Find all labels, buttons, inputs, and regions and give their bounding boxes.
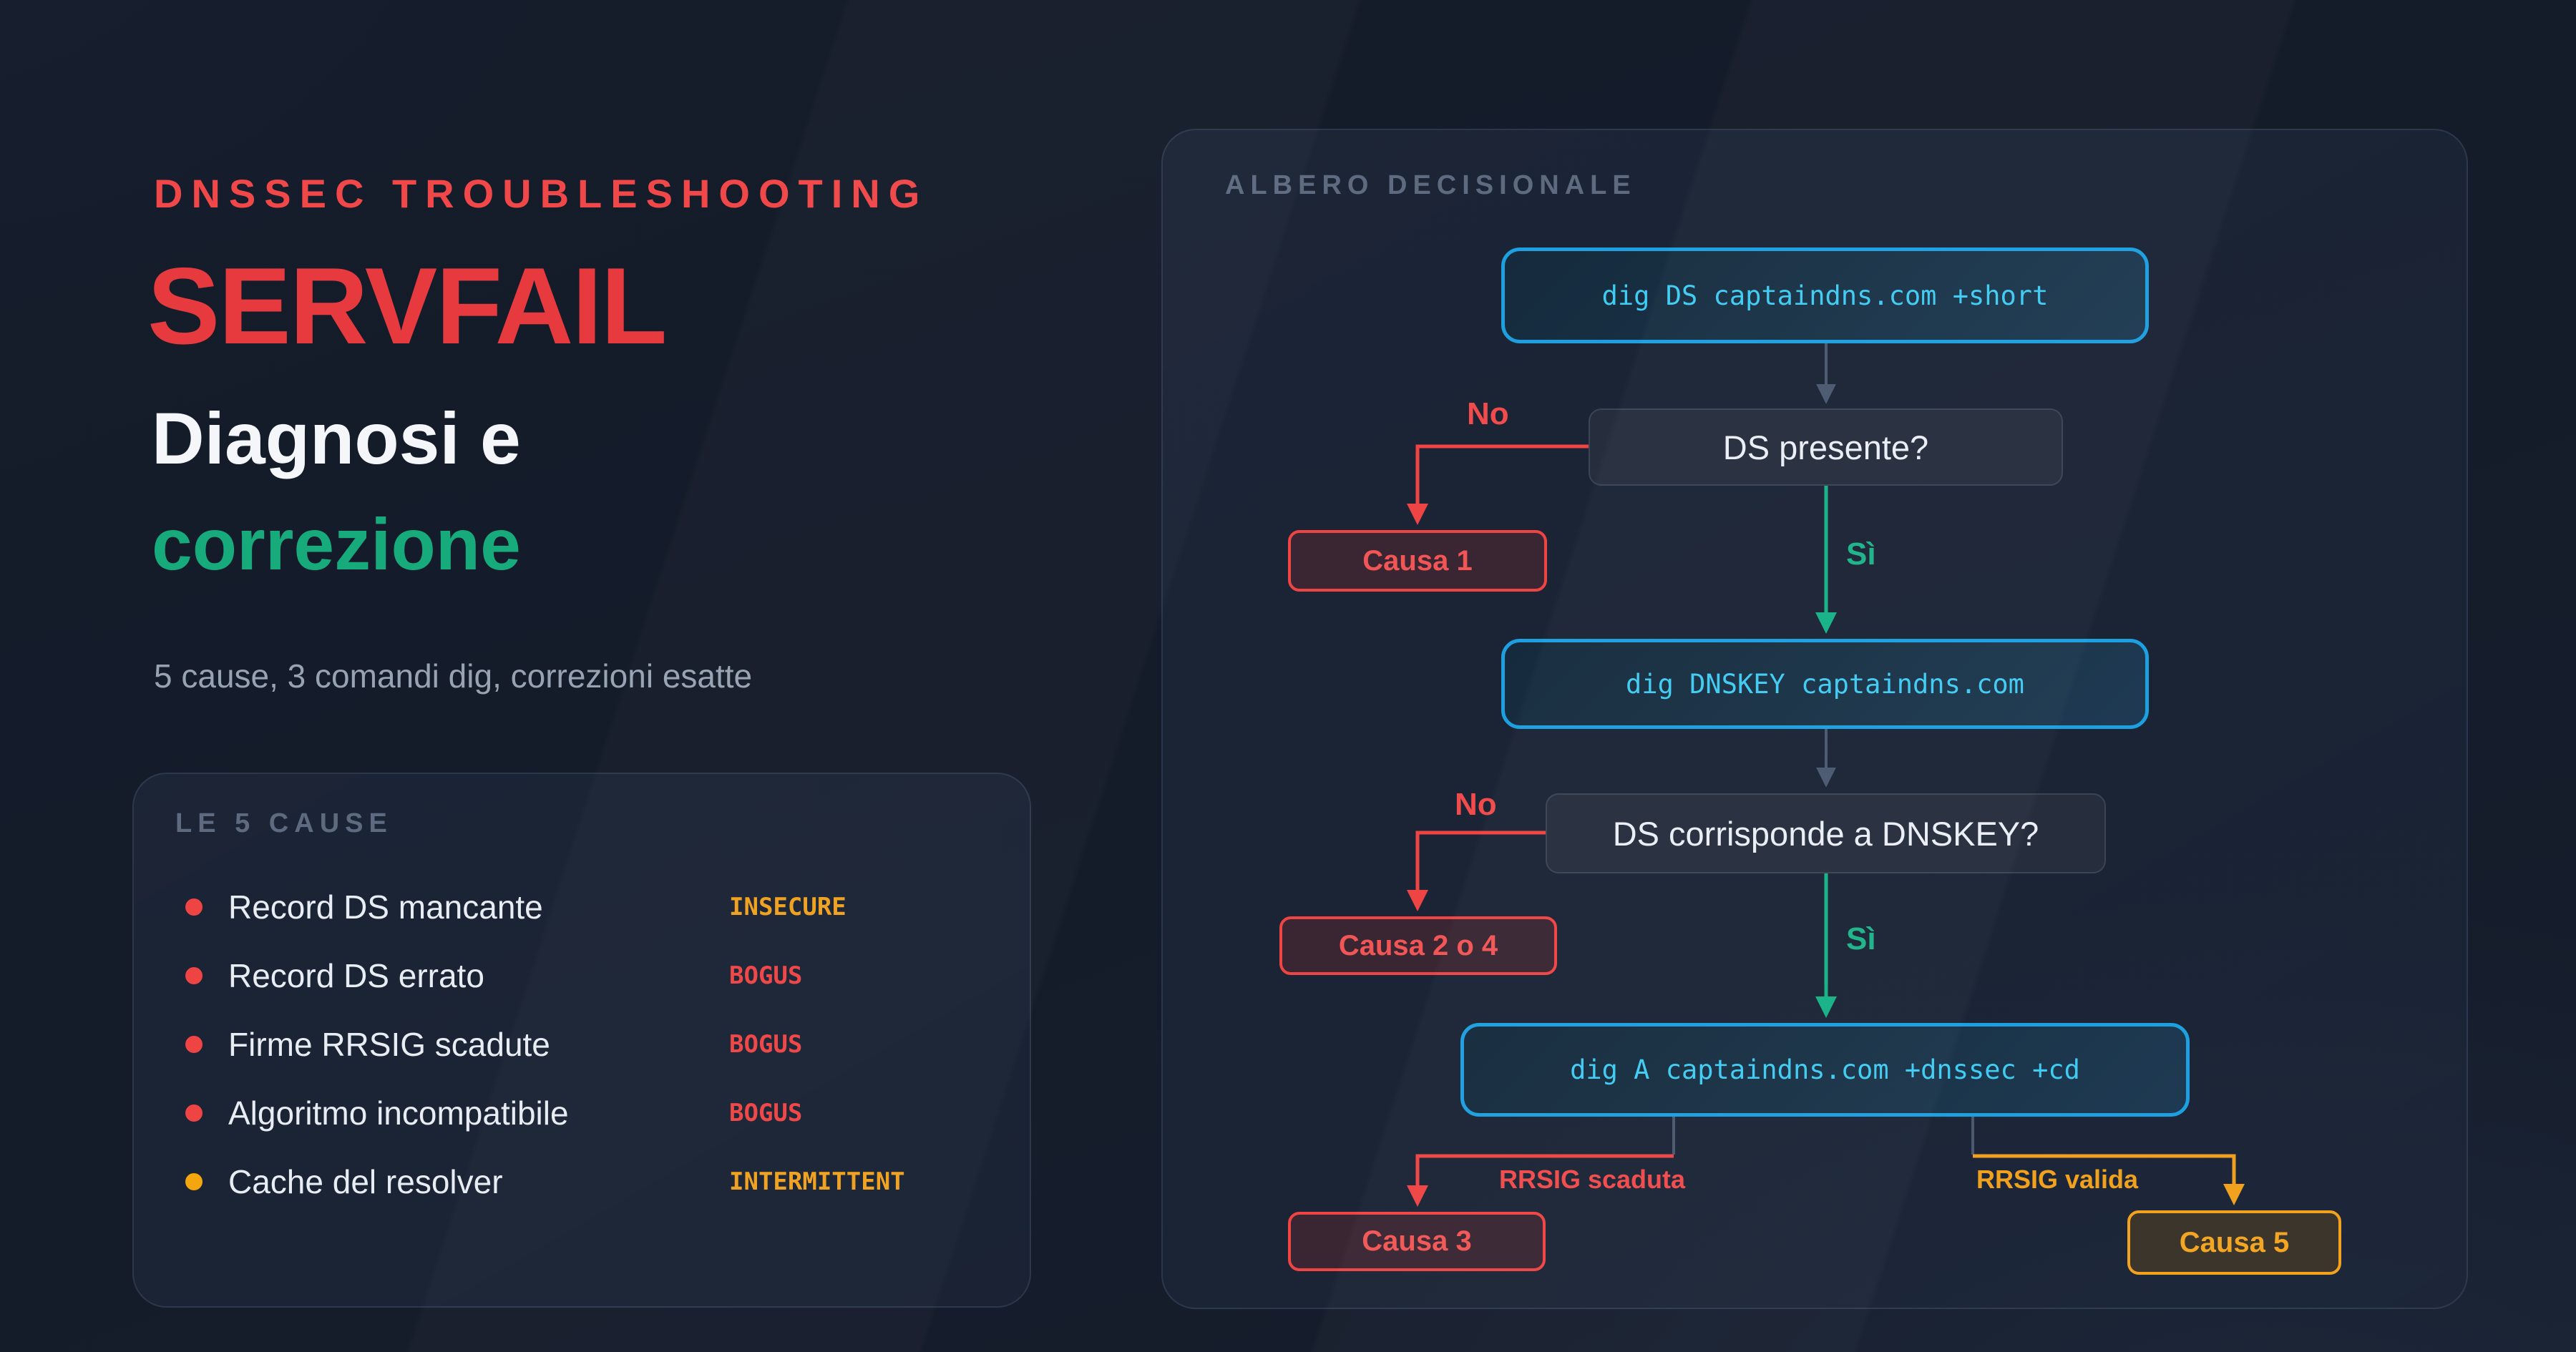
edge-label-rrsig-scaduta: RRSIG scaduta [1498,1165,1686,1194]
flow-node-causa-5: Causa 5 [2127,1210,2341,1275]
flow-node-causa-2-o-4: Causa 2 o 4 [1279,916,1557,975]
bullet-icon [185,898,203,916]
cause-row-5: Cache del resolver INTERMITTENT [134,1147,1030,1216]
bullet-icon [185,1036,203,1053]
status-badge: BOGUS [729,1030,803,1059]
flow-node-dig-dnskey: dig DNSKEY captaindns.com [1501,639,2149,729]
flow-node-dig-ds: dig DS captaindns.com +short [1501,248,2149,343]
cause-row-2: Record DS errato BOGUS [134,941,1030,1010]
bullet-icon [185,1104,203,1122]
flow-node-causa-1: Causa 1 [1288,530,1547,592]
edge-label-yes-2: Sì [1846,921,1876,956]
flow-node-ds-match-question: DS corrisponde a DNSKEY? [1546,793,2106,873]
status-badge: BOGUS [729,1099,803,1127]
causes-card-header: LE 5 CAUSE [175,808,393,838]
status-badge: BOGUS [729,961,803,990]
subtitle-line-1: Diagnosi e [152,398,521,479]
cause-row-1: Record DS mancante INSECURE [134,873,1030,941]
connector-cmd3-causa3 [1407,1154,1674,1207]
connector-q2-causa2 [1407,831,1546,911]
bullet-icon [185,967,203,984]
edge-label-no-1: No [1467,396,1509,431]
cause-row-3: Firme RRSIG scadute BOGUS [134,1010,1030,1079]
cause-label: Cache del resolver [228,1163,503,1200]
status-badge: INTERMITTENT [729,1167,905,1196]
flow-node-causa-3: Causa 3 [1288,1212,1546,1271]
edge-label-rrsig-valida: RRSIG valida [1976,1165,2139,1194]
subtitle-line-2: correzione [152,504,521,585]
flow-connectors [1407,343,2245,1207]
decision-tree-card: ALBERO DECISIONALE dig DS captaindns.com… [1161,129,2468,1309]
connector-cmd3-causa5 [1973,1154,2245,1205]
eyebrow-title: DNSSEC TROUBLESHOOTING [154,171,929,216]
page-title: SERVFAIL [147,245,667,367]
cause-row-4: Algoritmo incompatibile BOGUS [134,1079,1030,1147]
flow-node-ds-present-question: DS presente? [1589,408,2063,486]
edge-label-no-2: No [1455,787,1497,822]
causes-list: Record DS mancante INSECURE Record DS er… [134,873,1030,1216]
edge-label-yes-1: Sì [1846,537,1876,572]
cause-label: Firme RRSIG scadute [228,1026,550,1063]
tagline: 5 cause, 3 comandi dig, correzioni esatt… [154,657,753,695]
status-badge: INSECURE [729,893,847,921]
causes-card: LE 5 CAUSE Record DS mancante INSECURE R… [132,773,1031,1308]
cause-label: Record DS errato [228,957,484,994]
flow-node-dig-a-dnssec: dig A captaindns.com +dnssec +cd [1460,1023,2190,1117]
cause-label: Record DS mancante [228,888,543,926]
bullet-icon [185,1173,203,1190]
connector-q1-causa1 [1407,444,1589,525]
tree-card-header: ALBERO DECISIONALE [1225,170,1636,200]
cause-label: Algoritmo incompatibile [228,1094,569,1132]
